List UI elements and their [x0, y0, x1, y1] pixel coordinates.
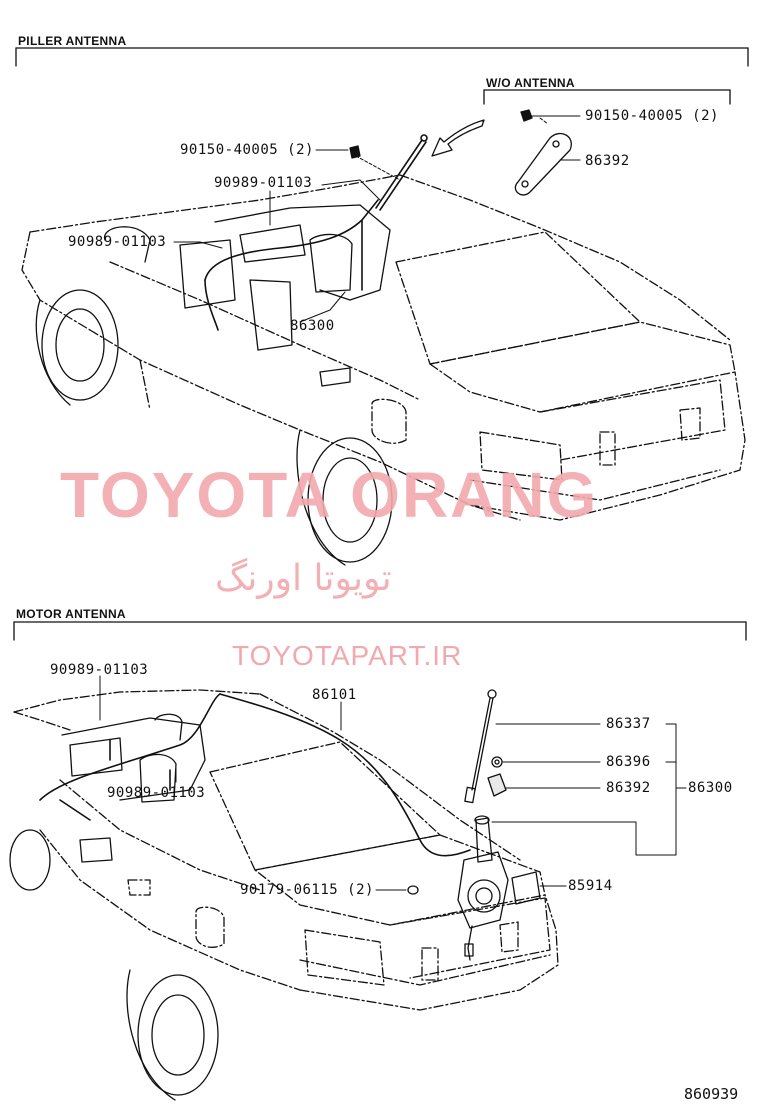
direction-arrow [431, 119, 485, 157]
part-label-bolt-wo: 90150-40005 (2) [585, 108, 719, 124]
pillar-section-title: PILLER ANTENNA [18, 34, 127, 48]
part-label-motor-clamp-mid: 90989-01103 [107, 785, 206, 801]
motor-leader-lines [99, 675, 687, 891]
motor-antenna-cord [39, 693, 471, 857]
part-label-motor-cord: 86101 [312, 687, 357, 703]
motor-section-title: MOTOR ANTENNA [16, 607, 126, 621]
motor-bolt [407, 885, 419, 895]
motor-car-interior [61, 713, 206, 863]
part-label-relay: 85914 [568, 878, 613, 894]
wo-antenna-bracket [514, 133, 572, 196]
pillar-leader-lines [173, 115, 581, 323]
pillar-antenna-cord [204, 134, 428, 331]
part-label-clamp-left: 90989-01103 [68, 234, 167, 250]
part-label-motor-bolt: 90179-06115 (2) [240, 882, 374, 898]
part-label-bracket: 86392 [606, 780, 651, 796]
part-label-motor-assy: 86300 [688, 780, 733, 796]
pillar-car-interior [104, 204, 391, 387]
motor-section-frame [13, 621, 747, 641]
watermark-url: TOYOTAPART.IR [232, 640, 463, 671]
part-label-motor-clamp-left: 90989-01103 [50, 662, 149, 678]
watermark-brand-persian: تويوتا اورنگ [215, 558, 392, 599]
motor-antenna-assembly [457, 689, 541, 961]
wo-antenna-subtitle: W/O ANTENNA [486, 76, 575, 90]
part-label-nut: 86396 [606, 754, 651, 770]
part-label-bracket-wo: 86392 [585, 153, 630, 169]
part-label-bolt-main: 90150-40005 (2) [180, 142, 314, 158]
pillar-car-wheels [35, 289, 393, 566]
part-label-clamp-top: 90989-01103 [214, 175, 313, 191]
document-number: 860939 [684, 1085, 739, 1103]
part-label-rod: 86337 [606, 716, 651, 732]
watermark-brand: TOYOTA ORANG [60, 459, 599, 531]
motor-car-body [13, 689, 559, 1011]
part-label-antenna-assy: 86300 [290, 318, 335, 334]
wo-antenna-bolt [520, 109, 533, 122]
pillar-section-frame [15, 47, 749, 105]
motor-car-wheels [9, 829, 219, 1101]
pillar-bolt [349, 145, 361, 159]
